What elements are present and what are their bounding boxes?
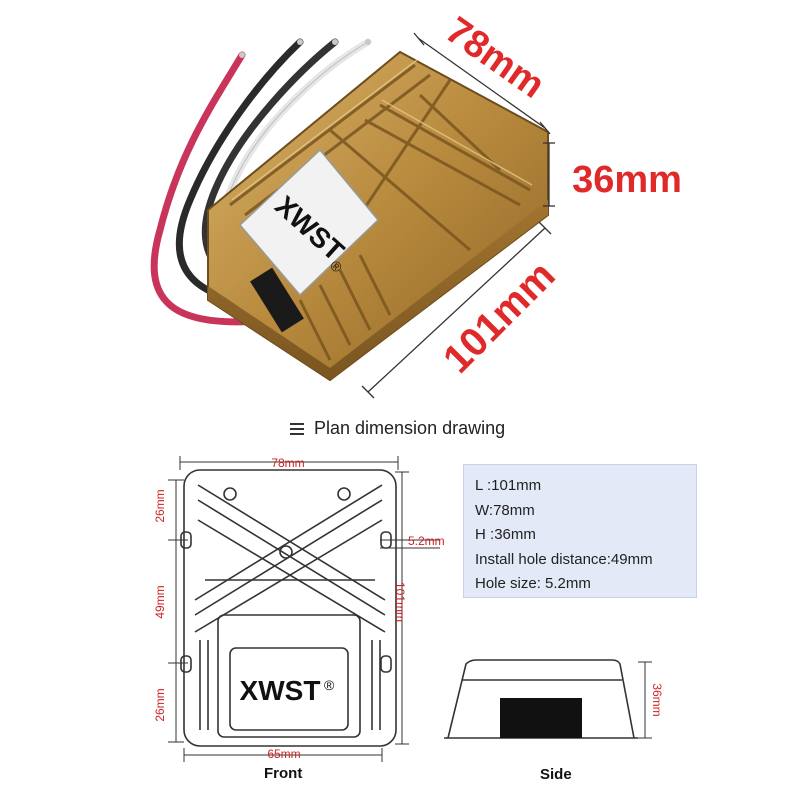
side-connector-block: [500, 698, 582, 738]
height-dimension-label: 36mm: [572, 159, 682, 201]
spec-line-width: W:78mm: [475, 501, 535, 519]
spec-line-height: H :36mm: [475, 526, 536, 543]
brand-label-plate: [238, 148, 380, 297]
spec-line-length: L :101mm: [475, 477, 542, 494]
wire-red: [150, 51, 274, 326]
front-bottom-offset-label: 26mm: [153, 688, 167, 721]
front-view-label: Front: [264, 765, 303, 782]
side-view-label: Side: [540, 766, 572, 783]
front-dimension-lines: [168, 456, 440, 762]
front-label-plate: [217, 614, 361, 738]
spec-box: L :101mm W:78mm H :36mm Install hole dis…: [463, 464, 697, 598]
section-heading: Plan dimension drawing: [290, 418, 505, 439]
front-reg-mark: ®: [324, 677, 335, 693]
front-top-offset-label: 26mm: [153, 489, 167, 522]
mount-hole-top-left: [223, 487, 237, 501]
front-hole-size-label: 5.2mm: [408, 534, 445, 548]
list-icon: [290, 422, 304, 435]
side-height-label: 36mm: [650, 683, 664, 716]
mount-hole-center: [279, 545, 293, 559]
front-bottom-width-label: 65mm: [267, 747, 300, 761]
heading-text: Plan dimension drawing: [314, 418, 506, 438]
wire-connector: [250, 267, 304, 333]
spec-line-hole-distance: Install hole distance:49mm: [475, 550, 653, 568]
front-hole-spacing-label: 49mm: [153, 585, 167, 618]
front-length-label: 101mm: [393, 582, 407, 622]
enclosure: [207, 50, 549, 382]
spec-line-hole-size: Hole size: 5.2mm: [475, 575, 591, 592]
front-brand-text: XWST: [240, 675, 321, 706]
front-top-width-label: 78mm: [271, 456, 304, 470]
side-outline: [447, 659, 635, 739]
photo-dimension-lines: [361, 32, 555, 399]
mount-hole-top-right: [337, 487, 351, 501]
front-outline: [183, 469, 397, 747]
